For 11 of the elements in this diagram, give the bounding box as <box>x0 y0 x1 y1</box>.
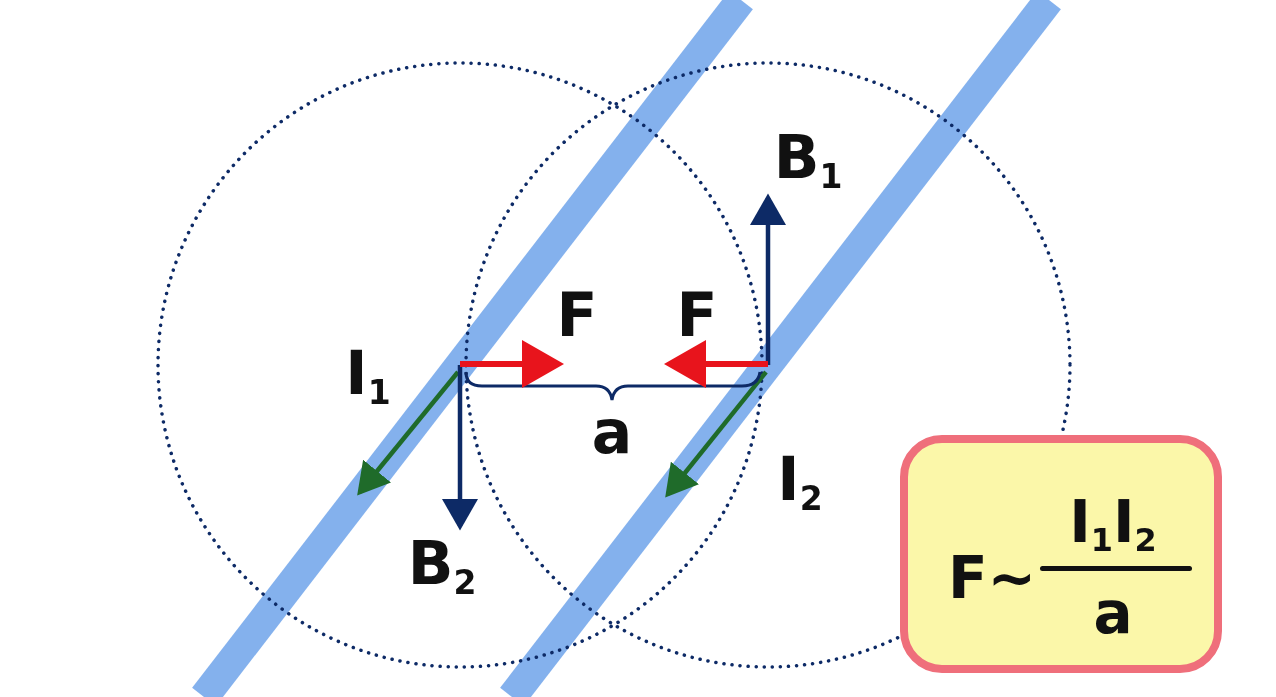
variable-label: F <box>556 285 598 345</box>
variable-label: B$_{2}$ <box>407 533 477 599</box>
formula-text: I$_{1}$I$_{2}$ <box>1069 492 1157 558</box>
variable-label: a <box>591 402 633 462</box>
variable-label: I$_{2}$ <box>777 449 823 515</box>
formula-text: F~ <box>947 549 1037 607</box>
variable-label: I$_{1}$ <box>345 343 391 409</box>
formula-text: a <box>1093 584 1133 642</box>
variable-label: B$_{1}$ <box>773 127 843 193</box>
variable-label: F <box>676 285 718 345</box>
formula-box <box>900 435 1222 673</box>
